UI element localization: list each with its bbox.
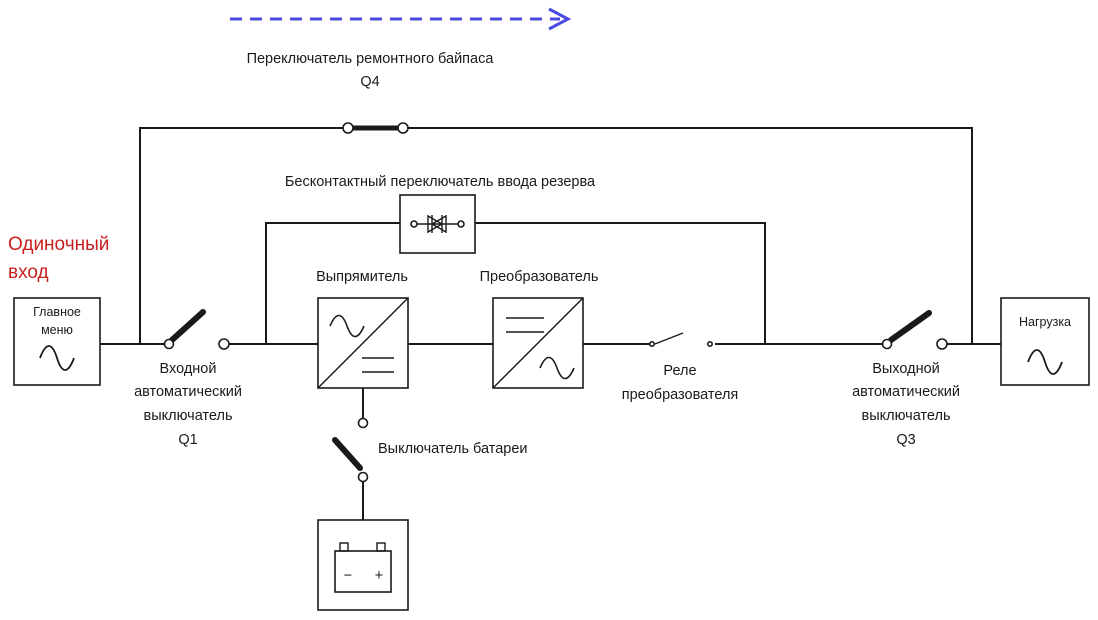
output-breaker-label-1: Выходной [872, 361, 940, 377]
input-title-line2: вход [8, 262, 49, 283]
input-title-line1: Одиночный [8, 234, 109, 255]
input-breaker-label-3: выключатель [143, 408, 232, 424]
input-source-box: Главное меню [13, 297, 101, 386]
rectifier-label: Выпрямитель [316, 269, 408, 285]
battery-branch [357, 388, 369, 520]
static-switch[interactable] [399, 194, 476, 254]
maintenance-bypass-line [139, 127, 973, 344]
inverter-relay-label-2: преобразователя [622, 387, 739, 403]
output-breaker-label-3: выключатель [861, 408, 950, 424]
inverter [492, 297, 584, 389]
svg-text:Главное: Главное [33, 305, 81, 319]
maintenance-bypass-id: Q4 [360, 74, 379, 90]
input-breaker-label-4: Q1 [178, 432, 197, 448]
maintenance-bypass-label: Переключатель ремонтного байпаса [247, 51, 495, 67]
rectifier [317, 297, 409, 389]
static-bypass-line [265, 222, 766, 344]
output-breaker-q3[interactable] [881, 310, 948, 350]
battery: − + [317, 519, 409, 611]
load-box: Нагрузка [1000, 297, 1090, 386]
svg-text:Нагрузка: Нагрузка [1019, 315, 1071, 329]
battery-switch[interactable] [332, 437, 369, 483]
inverter-relay-label-1: Реле [663, 363, 696, 379]
battery-plus-icon: + [375, 568, 383, 584]
input-breaker-label-2: автоматический [134, 384, 242, 400]
svg-text:меню: меню [41, 323, 73, 337]
ac-wave-icon [329, 314, 365, 338]
inverter-relay[interactable] [648, 332, 713, 347]
output-breaker-label-4: Q3 [896, 432, 915, 448]
battery-switch-label: Выключатель батареи [378, 441, 528, 457]
maintenance-bypass-switch[interactable] [342, 122, 409, 134]
input-breaker-q1[interactable] [163, 309, 230, 350]
battery-minus-icon: − [344, 568, 352, 584]
ac-wave-icon [539, 356, 575, 380]
static-switch-label: Бесконтактный переключатель ввода резерв… [285, 174, 596, 190]
flow-arrow [230, 7, 572, 31]
inverter-label: Преобразователь [480, 269, 599, 285]
input-breaker-label-1: Входной [160, 361, 217, 377]
output-breaker-label-2: автоматический [852, 384, 960, 400]
ac-wave-icon [1027, 349, 1063, 375]
ac-wave-icon [39, 345, 75, 371]
